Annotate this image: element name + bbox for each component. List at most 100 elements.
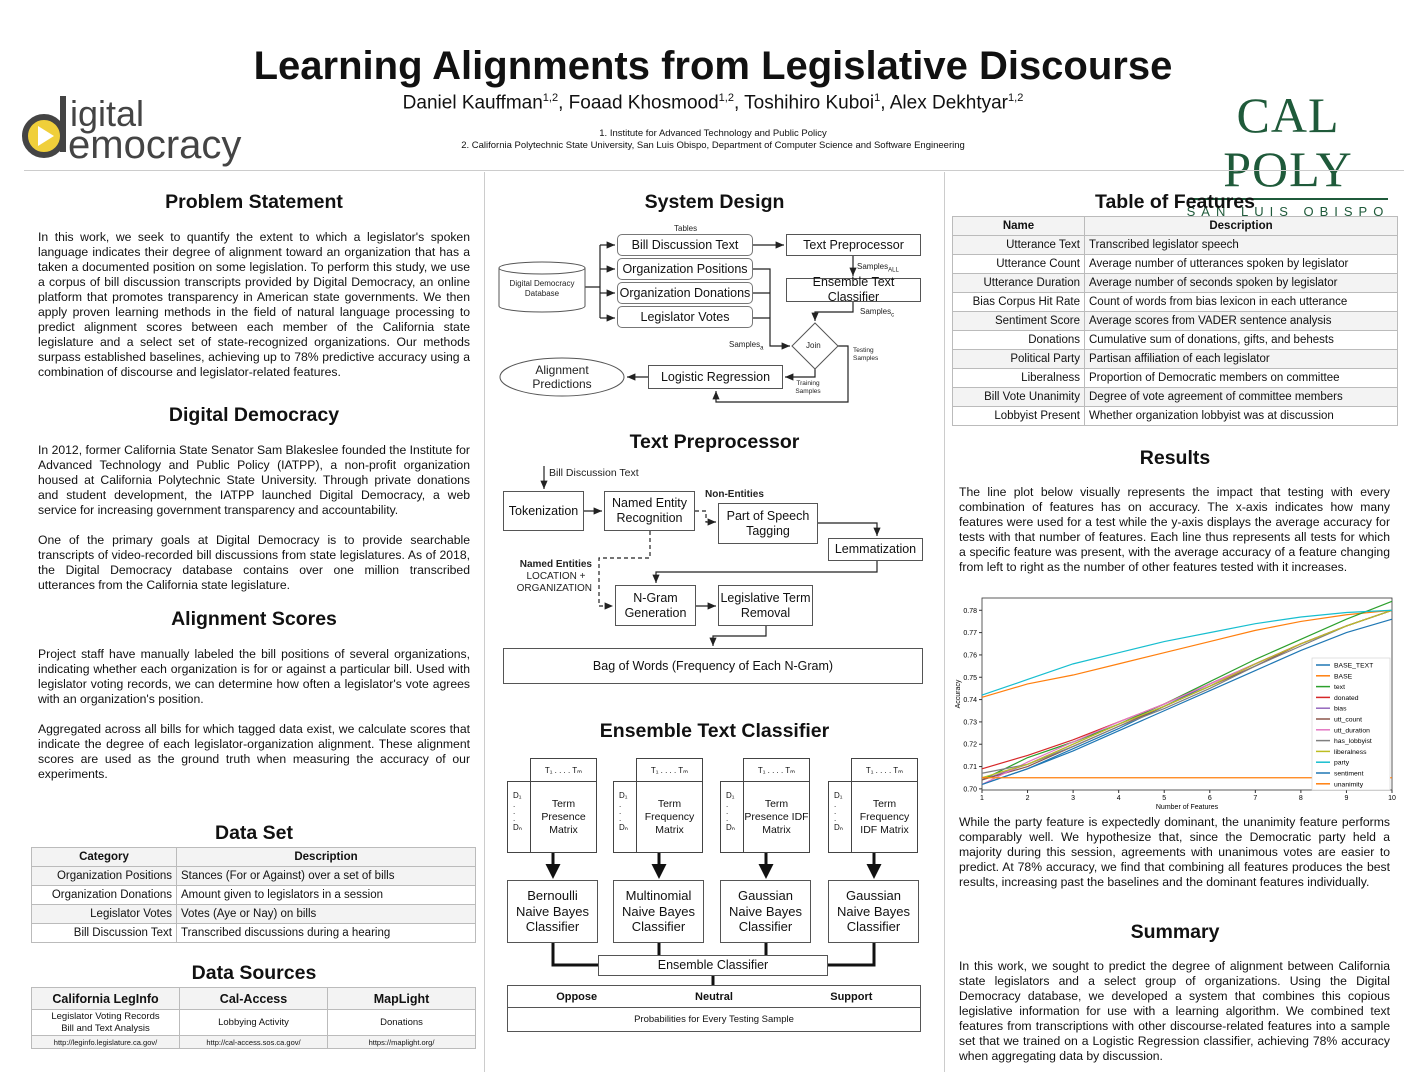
legend-label: BASE bbox=[1334, 673, 1353, 680]
doc-label: D₁ bbox=[834, 791, 843, 800]
bag-of-words-box: Bag of Words (Frequency of Each N-Gram) bbox=[503, 648, 923, 684]
join-diamond bbox=[791, 322, 839, 370]
feature-description: Whether organization lobbyist was at dis… bbox=[1084, 406, 1398, 426]
output-table: Oppose Neutral Support Probabilities for… bbox=[507, 985, 921, 1032]
y-tick-label: 0.71 bbox=[963, 764, 977, 771]
classifier-box: Multinomial Naive Bayes Classifier bbox=[613, 880, 704, 943]
x-tick-label: 10 bbox=[1388, 795, 1396, 802]
problem-text: In this work, we seek to quantify the ex… bbox=[38, 230, 470, 379]
doc-label: Dₙ bbox=[619, 823, 628, 832]
legend-label: donated bbox=[1334, 695, 1359, 702]
x-tick-label: 5 bbox=[1162, 795, 1166, 802]
source-link[interactable]: http://leginfo.legislature.ca.gov/ bbox=[31, 1035, 180, 1049]
output-oppose: Oppose bbox=[556, 990, 598, 1003]
x-tick-label: 6 bbox=[1208, 795, 1212, 802]
affiliation-mark: 1,2 bbox=[542, 92, 559, 104]
cell: Legislator Votes bbox=[31, 904, 177, 924]
source-link[interactable]: http://cal-access.sos.ca.gov/ bbox=[179, 1035, 328, 1049]
x-tick-label: 1 bbox=[980, 795, 984, 802]
feature-description: Transcribed legislator speech bbox=[1084, 235, 1398, 255]
cell: Organization Donations bbox=[31, 885, 177, 905]
ensemble-classifier-box: Ensemble Classifier bbox=[598, 955, 828, 976]
affiliation: 1. Institute for Advanced Technology and… bbox=[599, 128, 827, 139]
lemmatization-box: Lemmatization bbox=[828, 538, 923, 561]
author-list: Daniel Kauffman1,2, Foaad Khosmood1,2, T… bbox=[402, 92, 1024, 114]
legend-box bbox=[1311, 657, 1391, 791]
section-heading: Alignment Scores bbox=[171, 608, 337, 630]
connector bbox=[551, 943, 876, 985]
section-heading: Problem Statement bbox=[165, 191, 343, 213]
header-divider bbox=[24, 170, 1404, 171]
alignment-text: Project staff have manually labeled the … bbox=[38, 647, 470, 706]
samples-all-label: SamplesALL bbox=[857, 262, 899, 274]
column-header: Category bbox=[31, 847, 177, 867]
cell: Bill Discussion Text bbox=[31, 923, 177, 943]
matrix-box: Term Presence IDF Matrix bbox=[743, 781, 810, 853]
legend-label: unanimity bbox=[1334, 781, 1364, 788]
y-tick-label: 0.73 bbox=[963, 719, 977, 726]
label-text: Samples bbox=[729, 340, 761, 349]
y-axis-label: Accuracy bbox=[955, 679, 962, 708]
dd-text: One of the primary goals at Digital Demo… bbox=[38, 533, 470, 592]
doc-label: . bbox=[619, 800, 622, 809]
source-link[interactable]: https://maplight.org/ bbox=[327, 1035, 476, 1049]
logistic-regression-box: Logistic Regression bbox=[648, 365, 783, 389]
text-preprocessor-box: Text Preprocessor bbox=[786, 234, 921, 256]
term-removal-box: Legislative Term Removal bbox=[718, 585, 813, 626]
svg-text:igital: igital bbox=[70, 93, 144, 134]
arrow bbox=[811, 302, 854, 321]
doc-label: . bbox=[513, 807, 516, 816]
arrow bbox=[695, 510, 716, 526]
term-header: T₁ . . . . Tₘ bbox=[743, 758, 810, 782]
cell-line: Bill and Text Analysis bbox=[61, 1022, 150, 1034]
matrix-box: Term Frequency Matrix bbox=[636, 781, 703, 853]
pos-tagging-box: Part of Speech Tagging bbox=[718, 503, 818, 544]
play-icon: igital emocracy bbox=[22, 93, 241, 167]
doc-label: D₁ bbox=[513, 791, 522, 800]
results-text: While the party feature is expectedly do… bbox=[959, 815, 1390, 889]
x-tick-label: 2 bbox=[1026, 795, 1030, 802]
feature-description: Count of words from bias lexicon in each… bbox=[1084, 292, 1398, 312]
section-heading: Data Set bbox=[214, 822, 294, 844]
author: Toshihiro Kuboi bbox=[744, 92, 875, 114]
y-tick-label: 0.74 bbox=[963, 697, 977, 704]
legend-label: party bbox=[1334, 760, 1350, 767]
table-organization-donations: Organization Donations bbox=[617, 282, 753, 304]
document-column: D₁...Dₙ bbox=[613, 781, 637, 853]
label-title: Named Entities bbox=[519, 559, 592, 570]
series-line-liberalness bbox=[981, 609, 1393, 779]
doc-label: D₁ bbox=[726, 791, 735, 800]
table-legislator-votes: Legislator Votes bbox=[617, 306, 753, 328]
y-tick-label: 0.75 bbox=[963, 675, 977, 682]
y-tick-label: 0.76 bbox=[963, 652, 977, 659]
feature-name: Bias Corpus Hit Rate bbox=[952, 292, 1085, 312]
label-sub: a bbox=[760, 345, 764, 352]
matrix-box: Term Frequency IDF Matrix bbox=[851, 781, 918, 853]
alignment-text: Aggregated across all bills for which ta… bbox=[38, 722, 470, 781]
column-divider bbox=[944, 172, 945, 1072]
series-line-has-lobbyist bbox=[981, 609, 1393, 774]
term-header: T₁ . . . . Tₘ bbox=[851, 758, 918, 782]
y-tick-label: 0.78 bbox=[963, 608, 977, 615]
poster-title: Learning Alignments from Legislative Dis… bbox=[253, 44, 1173, 88]
tables-label: Tables bbox=[674, 224, 698, 233]
column-header: MapLight bbox=[327, 987, 476, 1010]
training-samples-label: Training Samples bbox=[795, 380, 821, 395]
section-heading: Text Preprocessor bbox=[629, 431, 800, 453]
doc-label: Dₙ bbox=[834, 823, 843, 832]
x-tick-label: 9 bbox=[1344, 795, 1348, 802]
db-connector bbox=[585, 245, 601, 318]
label-sub: ALL bbox=[888, 267, 899, 274]
cal-poly-wordmark: CAL POLY bbox=[1223, 87, 1353, 197]
feature-name: Utterance Text bbox=[952, 235, 1085, 255]
legend-label: text bbox=[1334, 684, 1345, 691]
doc-label: . bbox=[513, 814, 516, 823]
